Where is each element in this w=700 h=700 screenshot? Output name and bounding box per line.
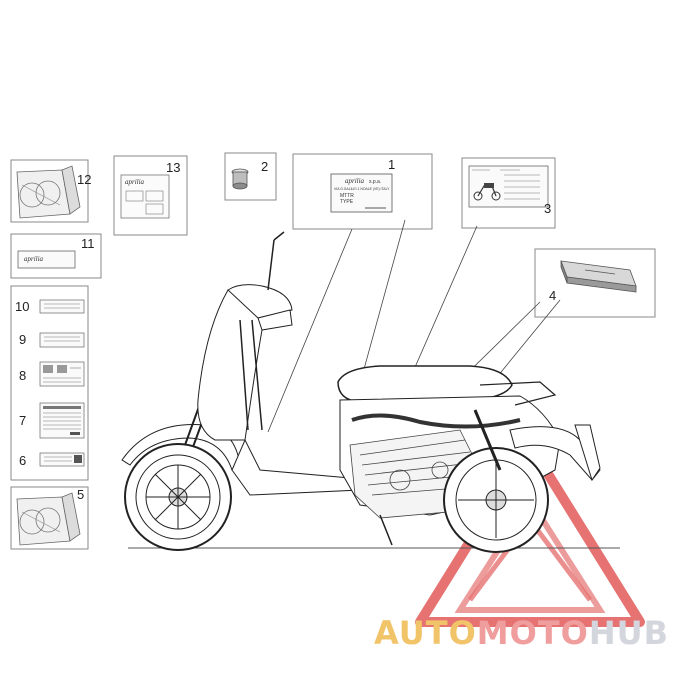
- callout-3: 3: [544, 201, 551, 216]
- callout-11: 11: [81, 236, 95, 251]
- callout-1: 1: [388, 157, 395, 172]
- plate-line-1: VIA G.GALILEI 1 NOALE (VE) ITALY: [334, 187, 390, 191]
- rear-wheel: [443, 447, 549, 553]
- decal-11-brand: aprilia: [24, 255, 44, 263]
- callout-5: 5: [77, 487, 84, 502]
- callout-7: 7: [19, 413, 26, 428]
- warning-label-8: 8: [19, 361, 85, 387]
- scooter-icon-small: [473, 183, 501, 201]
- helmet-kit-drawing-5: [16, 492, 81, 546]
- callout-4: 4: [549, 288, 556, 303]
- part-box-12: 12: [10, 159, 91, 223]
- callout-8: 8: [19, 368, 26, 383]
- part-box-6-10: 10 9 8 7: [10, 285, 89, 481]
- part-box-11: aprilia 11: [10, 233, 102, 279]
- callout-13: 13: [166, 160, 180, 175]
- plate-brand: aprilia: [345, 177, 365, 185]
- warning-label-10: 10: [15, 299, 85, 314]
- part-box-13: aprilia 13: [113, 155, 188, 236]
- scooter-drawing: [121, 231, 601, 553]
- watermark-hub: HUB: [588, 614, 670, 652]
- watermark-auto: AUTO: [374, 614, 477, 652]
- front-wheel: [124, 443, 232, 551]
- callout-2: 2: [261, 159, 268, 174]
- plate-suffix: s.p.a.: [369, 179, 381, 185]
- part-box-2: 2: [224, 152, 277, 201]
- watermark-moto: MOTO: [476, 614, 589, 652]
- callout-9: 9: [19, 332, 26, 347]
- callout-10: 10: [15, 299, 29, 314]
- callout-12: 12: [77, 172, 91, 187]
- watermark-text: AUTOMOTOHUB: [374, 614, 669, 652]
- part-box-1: aprilia s.p.a. VIA G.GALILEI 1 NOALE (VE…: [292, 153, 433, 230]
- part-box-4: 4: [534, 248, 656, 318]
- callout-6: 6: [19, 453, 26, 468]
- part-box-5: 5: [10, 486, 89, 550]
- warning-label-6: 6: [19, 452, 85, 468]
- part-box-3: 3: [461, 157, 556, 229]
- warning-label-7: 7: [19, 402, 85, 439]
- warning-label-9: 9: [19, 332, 85, 348]
- plate-line-3: TYPE: [340, 199, 354, 205]
- helmet-kit-drawing-12: [16, 165, 81, 219]
- decal-13-brand: aprilia: [125, 178, 145, 186]
- plate-line-2: MTTR: [340, 193, 354, 199]
